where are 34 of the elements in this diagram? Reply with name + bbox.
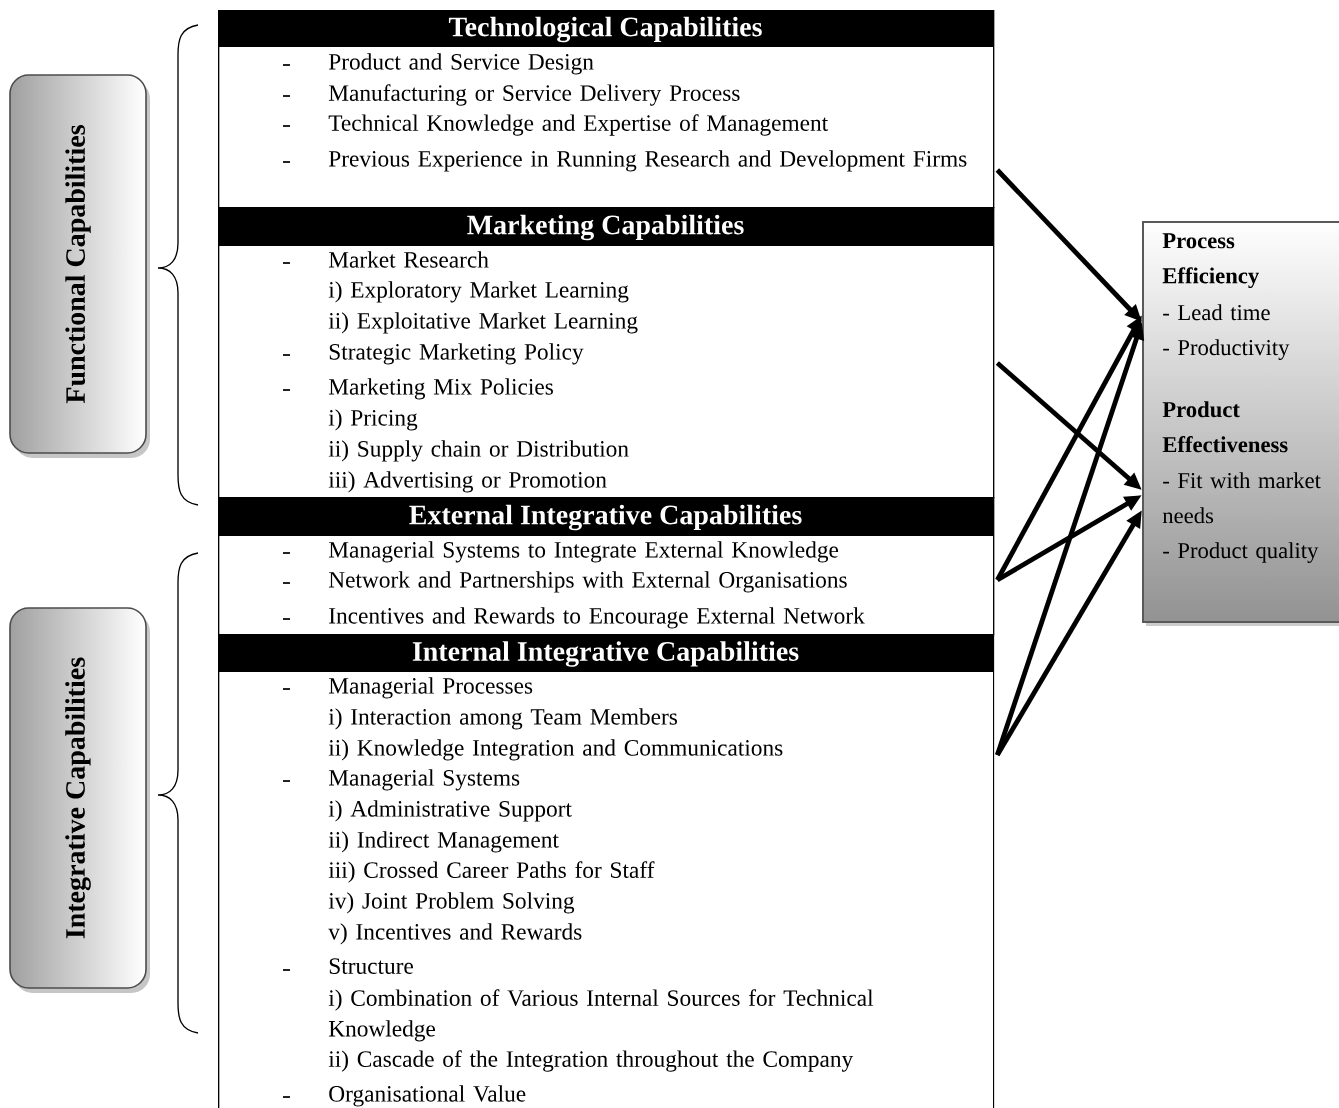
list-item: iv) Joint Problem Solving [328, 892, 575, 914]
list-item: i) Administrative Support [328, 800, 572, 822]
list-item: ii) Exploitative Market Learning [328, 312, 638, 334]
list-item: iii) Advertising or Promotion [328, 471, 607, 493]
outcome-box: Process Efficiency - Lead time - Productivity Product Effectiveness - Fit with market needs - Product quality [1142, 221, 1339, 626]
list-item: ii) Knowledge Integration and Communications [328, 739, 783, 761]
list-item: Organisational Value [329, 1085, 526, 1107]
list-item: i) Exploratory Market Learning [328, 281, 629, 303]
list-item: ii) Supply chain or Distribution [328, 440, 629, 462]
category-box: Functional Capabilities [9, 74, 150, 458]
list-item: ii) Indirect Management [328, 831, 559, 853]
section-heading: Marketing Capabilities [218, 207, 993, 246]
category-box: Integrative Capabilities [9, 607, 150, 993]
list-item: Network and Partnerships with External Organisations [328, 571, 847, 593]
list-item: Previous Experience in Running Research and Development Firms [328, 150, 967, 172]
list-item: Technical Knowledge and Expertise of Management [328, 114, 829, 136]
section-heading: External Integrative Capabilities [218, 497, 993, 536]
list-item: Managerial Processes [328, 677, 533, 699]
list-item: i) Interaction among Team Members [328, 708, 677, 730]
list-item: iii) Crossed Career Paths for Staff [328, 861, 655, 883]
list-item: Product and Service Design [328, 53, 594, 75]
section-heading: Technological Capabilities [218, 10, 993, 47]
list-item: ii) Cascade of the Integration throughout the Company [328, 1050, 854, 1072]
list-item: Managerial Systems to Integrate External Knowledge [328, 541, 839, 563]
list-item: Strategic Marketing Policy [329, 343, 584, 365]
list-item: i) Pricing [328, 409, 418, 431]
list-item: Structure [329, 958, 413, 974]
list-item: Manufacturing or Service Delivery Process [328, 84, 740, 106]
section-heading: Internal Integrative Capabilities [218, 634, 993, 672]
list-item: Marketing Mix Policies [328, 378, 553, 400]
list-item: Incentives and Rewards to Encourage External Network [329, 607, 865, 629]
list-item: v) Incentives and Rewards [328, 923, 582, 945]
list-item: Market Research [328, 251, 489, 268]
list-item: Managerial Systems [328, 769, 520, 791]
